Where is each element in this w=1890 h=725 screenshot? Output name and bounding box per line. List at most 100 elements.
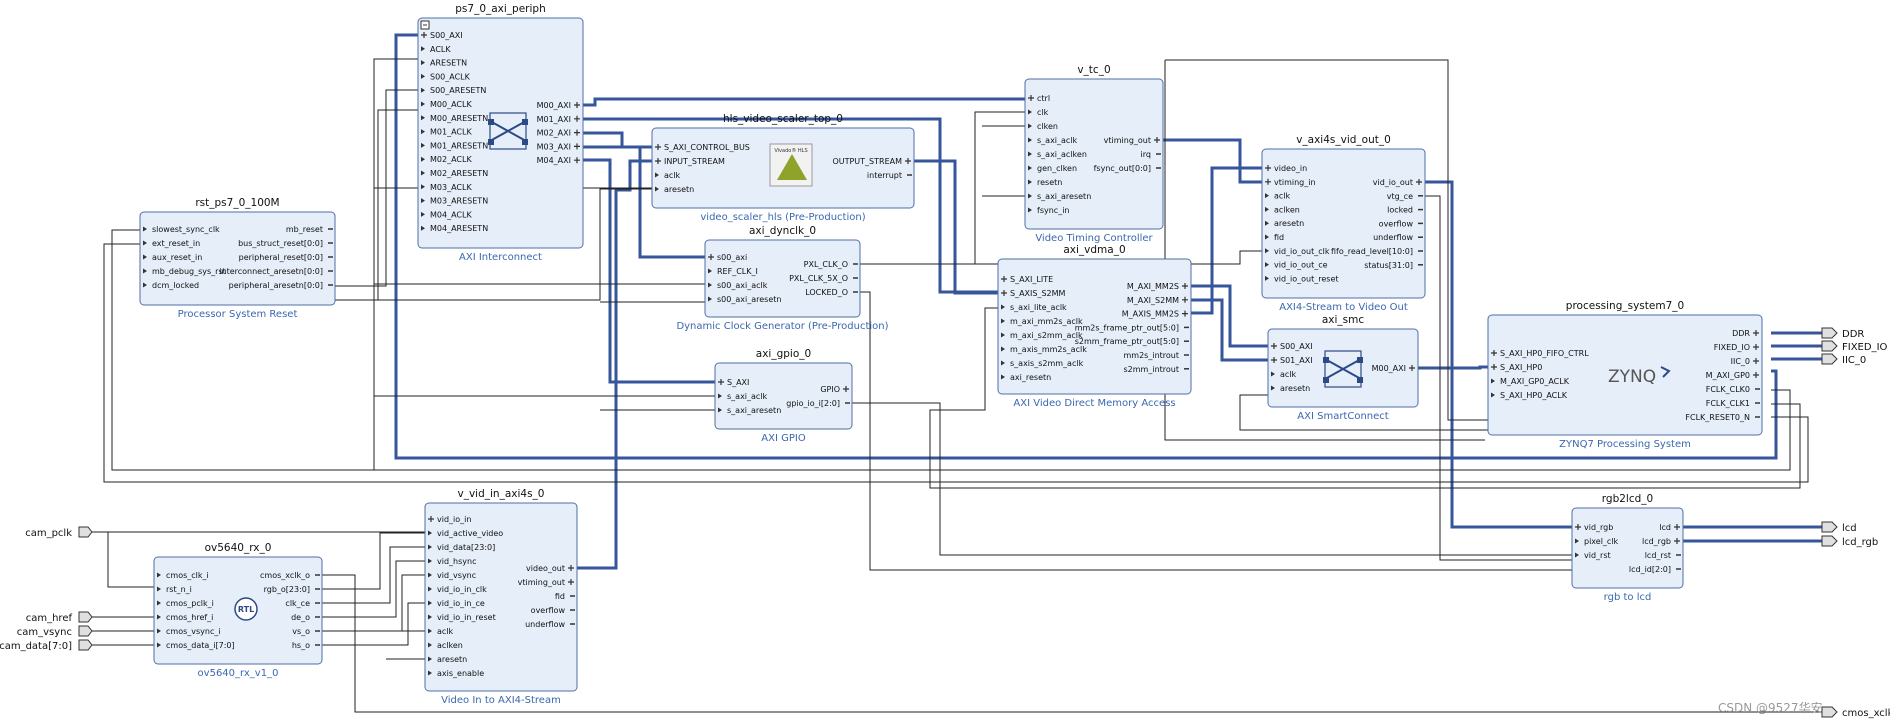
port-left-icon[interactable] <box>708 282 712 288</box>
bus-port-right-icon[interactable] <box>568 579 574 585</box>
port-left-icon[interactable] <box>428 628 432 634</box>
port-left-icon[interactable] <box>1028 137 1032 143</box>
port-left-icon[interactable] <box>421 46 425 52</box>
port-left-icon[interactable] <box>1271 371 1275 377</box>
block-body[interactable] <box>417 17 584 249</box>
port-left-icon[interactable] <box>718 393 722 399</box>
external-input-cam-vsync[interactable]: cam_vsync <box>17 625 93 638</box>
external-output-lcd-rgb[interactable]: lcd_rgb <box>1821 535 1878 548</box>
port-left-icon[interactable] <box>1491 392 1495 398</box>
port-left-icon[interactable] <box>428 656 432 662</box>
port-left-icon[interactable] <box>1028 109 1032 115</box>
port-left-icon[interactable] <box>1491 378 1495 384</box>
bus-port-right-icon[interactable] <box>1674 524 1680 530</box>
port-left-icon[interactable] <box>428 544 432 550</box>
port-left-icon[interactable] <box>1001 346 1005 352</box>
port-left-icon[interactable] <box>1265 248 1269 254</box>
port-left-icon[interactable] <box>143 282 147 288</box>
bus-port-left-icon[interactable] <box>1491 364 1497 370</box>
port-left-icon[interactable] <box>428 670 432 676</box>
port-left-icon[interactable] <box>718 407 722 413</box>
port-left-icon[interactable] <box>157 614 161 620</box>
external-output-ddr[interactable]: DDR <box>1821 327 1864 340</box>
bus-port-left-icon[interactable] <box>428 516 434 522</box>
bus-port-right-icon[interactable] <box>1409 365 1415 371</box>
port-left-icon[interactable] <box>428 530 432 536</box>
port-left-icon[interactable] <box>1265 234 1269 240</box>
port-left-icon[interactable] <box>143 240 147 246</box>
bus-port-right-icon[interactable] <box>568 565 574 571</box>
port-left-icon[interactable] <box>143 226 147 232</box>
bus-port-right-icon[interactable] <box>574 129 580 136</box>
port-left-icon[interactable] <box>1265 193 1269 199</box>
bus-port-right-icon[interactable] <box>574 102 580 108</box>
bus-port-right-icon[interactable] <box>1753 372 1759 378</box>
port-left-icon[interactable] <box>157 600 161 606</box>
block-body[interactable] <box>714 362 853 430</box>
bus-port-left-icon[interactable] <box>1491 350 1497 356</box>
port-left-icon[interactable] <box>157 628 161 634</box>
block-body[interactable] <box>424 502 578 692</box>
external-input-cam-href[interactable]: cam_href <box>26 611 93 624</box>
port-left-icon[interactable] <box>1265 206 1269 212</box>
port-left-icon[interactable] <box>708 268 712 274</box>
block-body[interactable] <box>1571 507 1684 589</box>
bus-port-left-icon[interactable] <box>655 144 661 150</box>
bus-port-right-icon[interactable] <box>1753 330 1759 336</box>
port-left-icon[interactable] <box>421 60 425 66</box>
port-left-icon[interactable] <box>1028 193 1032 199</box>
port-left-icon[interactable] <box>1028 165 1032 171</box>
port-left-icon[interactable] <box>421 101 425 107</box>
block-body[interactable] <box>997 258 1192 395</box>
bus-port-left-icon[interactable] <box>1001 276 1007 282</box>
port-left-icon[interactable] <box>421 198 425 204</box>
port-left-icon[interactable] <box>1028 179 1032 185</box>
port-left-icon[interactable] <box>1265 275 1269 281</box>
bus-port-left-icon[interactable] <box>718 379 724 385</box>
bus-port-right-icon[interactable] <box>574 143 580 150</box>
bus-port-left-icon[interactable] <box>655 158 661 164</box>
bus-port-left-icon[interactable] <box>421 32 427 38</box>
port-left-icon[interactable] <box>421 225 425 231</box>
port-left-icon[interactable] <box>1575 552 1579 558</box>
port-left-icon[interactable] <box>1028 123 1032 129</box>
external-output-fixed-io[interactable]: FIXED_IO <box>1821 340 1888 353</box>
port-left-icon[interactable] <box>1575 538 1579 544</box>
bus-port-right-icon[interactable] <box>574 115 580 122</box>
bus-port-right-icon[interactable] <box>1753 344 1759 350</box>
bus-port-right-icon[interactable] <box>843 386 849 392</box>
bus-port-left-icon[interactable] <box>1265 178 1271 185</box>
port-left-icon[interactable] <box>421 129 425 135</box>
block-body[interactable] <box>1487 314 1763 436</box>
external-output-cmos-xclk[interactable]: cmos_xclk <box>1821 706 1890 719</box>
port-left-icon[interactable] <box>421 115 425 121</box>
bus-port-left-icon[interactable] <box>708 254 714 260</box>
bus-port-right-icon[interactable] <box>574 157 580 164</box>
port-left-icon[interactable] <box>428 586 432 592</box>
bus-port-right-icon[interactable] <box>1182 310 1188 317</box>
block-ov5640_rx_0[interactable]: ov5640_rx_0ov5640_rx_v1_0cmos_clk_irst_n… <box>153 542 323 679</box>
external-output-lcd[interactable]: lcd <box>1821 521 1857 534</box>
block-body[interactable] <box>1261 148 1426 299</box>
port-left-icon[interactable] <box>157 642 161 648</box>
block-body[interactable] <box>139 211 336 306</box>
port-left-icon[interactable] <box>1001 360 1005 366</box>
port-left-icon[interactable] <box>655 172 659 178</box>
bus-port-right-icon[interactable] <box>1674 538 1680 544</box>
bus-port-left-icon[interactable] <box>1001 290 1007 296</box>
port-left-icon[interactable] <box>1001 304 1005 310</box>
port-left-icon[interactable] <box>1028 207 1032 213</box>
external-input-cam-data-7-0-[interactable]: cam_data[7:0] <box>0 639 93 652</box>
port-left-icon[interactable] <box>421 142 425 148</box>
port-left-icon[interactable] <box>421 170 425 176</box>
bus-port-left-icon[interactable] <box>1028 95 1034 101</box>
port-left-icon[interactable] <box>655 186 659 192</box>
port-left-icon[interactable] <box>421 184 425 190</box>
